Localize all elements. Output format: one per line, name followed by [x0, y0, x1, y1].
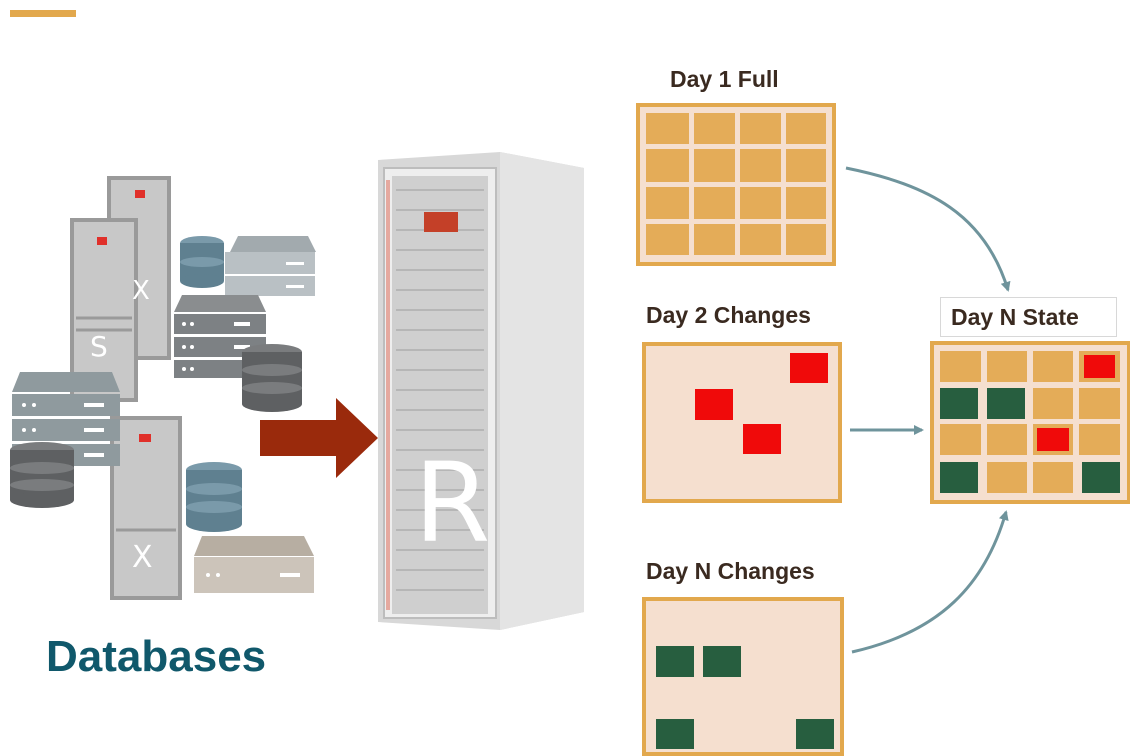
- databases-title: Databases: [46, 632, 267, 681]
- day2-label: Day 2 Changes: [646, 302, 811, 328]
- changed-block-green: [987, 388, 1025, 419]
- changed-block-green: [796, 719, 834, 749]
- data-block: [987, 351, 1027, 382]
- data-block: [786, 149, 826, 182]
- data-block: [646, 187, 689, 219]
- data-block: [786, 187, 826, 219]
- accent-bar: [10, 10, 76, 17]
- data-block: [987, 424, 1027, 455]
- data-block: [740, 149, 781, 182]
- state-label: Day N State: [951, 304, 1079, 330]
- changed-block-green: [703, 646, 741, 677]
- data-block: [1079, 388, 1120, 419]
- data-block: [740, 113, 781, 144]
- changed-block-red: [695, 389, 733, 420]
- data-block: [694, 187, 735, 219]
- changed-block-red: [743, 424, 781, 454]
- rack-unit-gray: [225, 236, 316, 296]
- data-block: [740, 187, 781, 219]
- day1-label: Day 1 Full: [670, 66, 779, 92]
- data-block: [694, 113, 735, 144]
- day2-changes-block: [642, 342, 842, 503]
- data-block: [940, 424, 981, 455]
- day1-full-block: [636, 103, 836, 266]
- rack-letter-r: R: [414, 439, 491, 567]
- data-block: [987, 462, 1027, 493]
- database-cylinder: [180, 236, 224, 288]
- changed-block-green: [940, 462, 978, 493]
- changed-block-green: [940, 388, 978, 419]
- database-cylinder-left: [10, 442, 74, 508]
- changed-block-red: [790, 353, 828, 383]
- data-block: [786, 224, 826, 255]
- data-block: [646, 149, 689, 182]
- data-block: [940, 351, 981, 382]
- data-block: [1079, 351, 1120, 382]
- data-block: [694, 224, 735, 255]
- server-letter-x-back: X: [132, 276, 150, 306]
- data-block: [1079, 424, 1120, 455]
- server-letter-s: S: [90, 330, 108, 363]
- changed-block-green: [1082, 462, 1120, 493]
- data-block: [740, 224, 781, 255]
- data-block: [1033, 351, 1073, 382]
- server-letter-x-front: X: [132, 540, 153, 575]
- data-block: [1033, 424, 1073, 455]
- data-block: [1033, 388, 1073, 419]
- data-block: [646, 113, 689, 144]
- changed-block-green: [656, 646, 694, 677]
- changed-block-green: [656, 719, 694, 749]
- data-block: [786, 113, 826, 144]
- server-tower-s: [70, 218, 138, 402]
- storage-unit-beige: [194, 536, 314, 593]
- databases-illustration: [10, 176, 316, 600]
- data-block: [646, 224, 689, 255]
- changed-block-red: [1084, 355, 1115, 378]
- dayn-state-block: [930, 341, 1130, 504]
- data-block: [694, 149, 735, 182]
- data-block: [1033, 462, 1073, 493]
- state-label-box: Day N State: [940, 297, 1117, 337]
- dayn-changes-block: [642, 597, 844, 756]
- changed-block-red: [1037, 428, 1069, 451]
- database-cylinder-bottom: [186, 462, 242, 532]
- dayn-label: Day N Changes: [646, 558, 815, 584]
- server-tower-x: [110, 416, 182, 600]
